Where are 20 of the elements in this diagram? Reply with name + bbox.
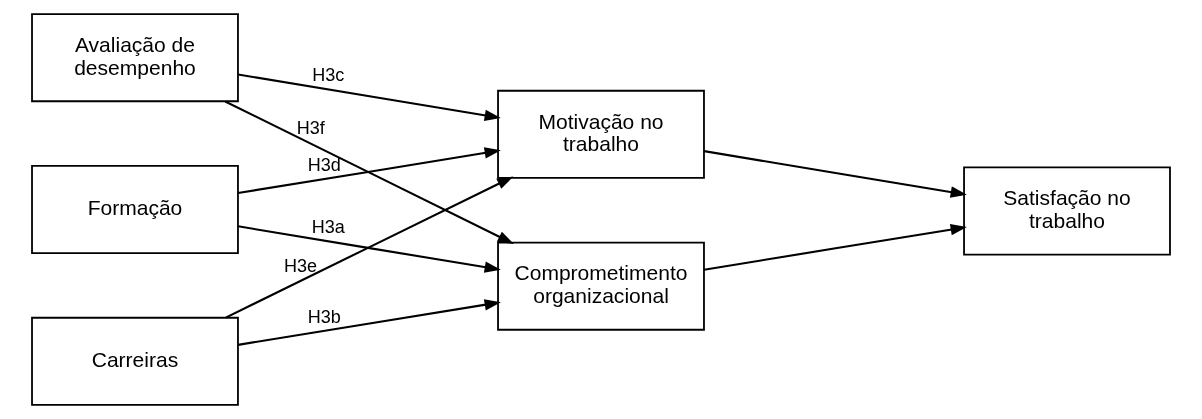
edge-label: H3f bbox=[296, 118, 325, 139]
arrow bbox=[224, 100, 514, 244]
node-box: Carreiras bbox=[31, 316, 239, 406]
node-box: Comprometimento organizacional bbox=[497, 241, 705, 331]
edge-label: H3d bbox=[307, 154, 341, 175]
node-box: Motivação no trabalho bbox=[497, 89, 705, 179]
node-box: Formação bbox=[31, 165, 239, 254]
node-box: Avaliação de desempenho bbox=[31, 13, 239, 103]
edge-label: H3b bbox=[307, 306, 341, 327]
arrow bbox=[237, 225, 501, 273]
arrow bbox=[237, 299, 501, 346]
edge-label: H3c bbox=[312, 65, 345, 86]
arrow bbox=[703, 224, 967, 271]
arrow bbox=[237, 147, 501, 195]
arrow bbox=[237, 73, 501, 121]
edge-label: H3e bbox=[283, 255, 317, 276]
edge-label: H3a bbox=[311, 217, 345, 238]
arrow bbox=[703, 150, 967, 198]
arrow bbox=[225, 176, 514, 319]
node-box: Satisfação no trabalho bbox=[963, 166, 1171, 256]
